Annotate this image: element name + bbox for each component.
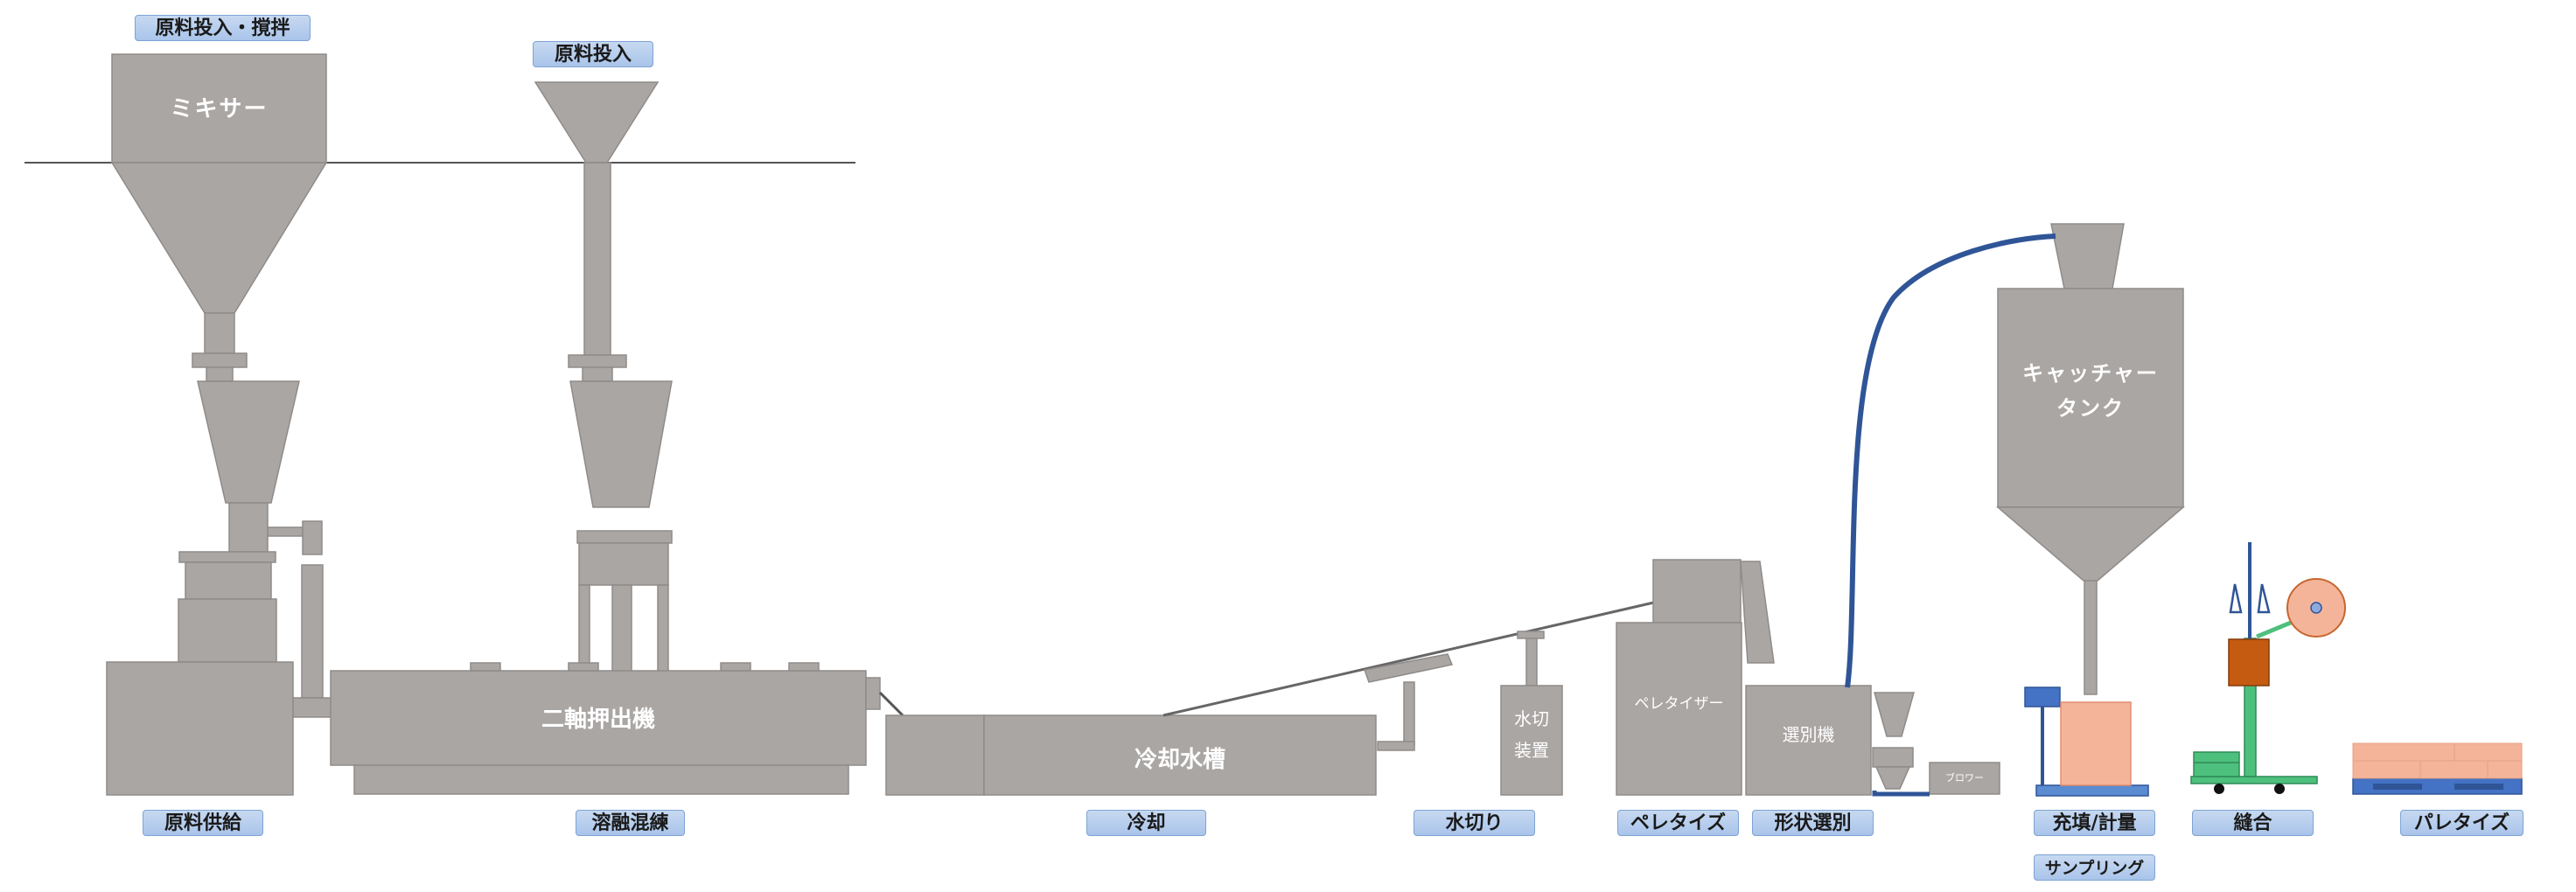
stage-label-shape-sorting: 形状選別 xyxy=(1752,810,1874,836)
stage-label-sewing: 縫合 xyxy=(2192,810,2314,836)
stage-label-dewatering: 水切り xyxy=(1414,810,1535,836)
mixer-label: ミキサー xyxy=(170,96,269,122)
catcher-tank-unit xyxy=(1995,223,2186,695)
stage-label-filling-weighing: 充填/計量 xyxy=(2034,810,2155,836)
sorter-label: 選別機 xyxy=(1782,724,1835,745)
feeder-unit xyxy=(534,81,673,673)
pelletizer-label: ペレタイザー xyxy=(1634,695,1724,713)
blower-label: ブロワー xyxy=(1945,772,1984,784)
stage-label-raw-input-mix: 原料投入・撹拌 xyxy=(135,15,311,41)
stage-label-raw-supply: 原料供給 xyxy=(143,810,263,836)
catcher-tank-label-line2: タンク xyxy=(2056,396,2125,421)
filling-station xyxy=(2024,686,2149,797)
sewing-station xyxy=(2190,542,2346,794)
stage-label-pelletizing: ペレタイズ xyxy=(1617,810,1739,836)
stage-label-cooling: 冷却 xyxy=(1086,810,1206,836)
extruder-label: 二軸押出機 xyxy=(541,707,655,733)
cooling-tank-unit xyxy=(878,600,1658,796)
dewatering-unit xyxy=(1363,631,1563,796)
stage-label-melt-kneading: 溶融混練 xyxy=(576,810,685,836)
blower-pipe xyxy=(1872,791,1930,797)
stage-label-sampling: サンプリング xyxy=(2034,854,2155,881)
cooling-tank-label: 冷却水槽 xyxy=(1134,747,1225,773)
catcher-tank-label-line1: キャッチャー xyxy=(2022,361,2159,386)
mixer-unit xyxy=(106,53,333,796)
dewatering-label-line2: 装置 xyxy=(1514,740,1549,761)
dewatering-label-line1: 水切 xyxy=(1514,708,1549,729)
palletizing-station xyxy=(2352,742,2523,795)
sorter-unit xyxy=(1745,685,2000,796)
extruder-unit xyxy=(330,662,881,795)
pelletizer-unit xyxy=(1616,559,1775,796)
stage-label-palletizing: パレタイズ xyxy=(2400,810,2524,836)
pneumatic-pipe xyxy=(1845,233,2056,688)
stage-label-raw-input: 原料投入 xyxy=(533,41,653,67)
